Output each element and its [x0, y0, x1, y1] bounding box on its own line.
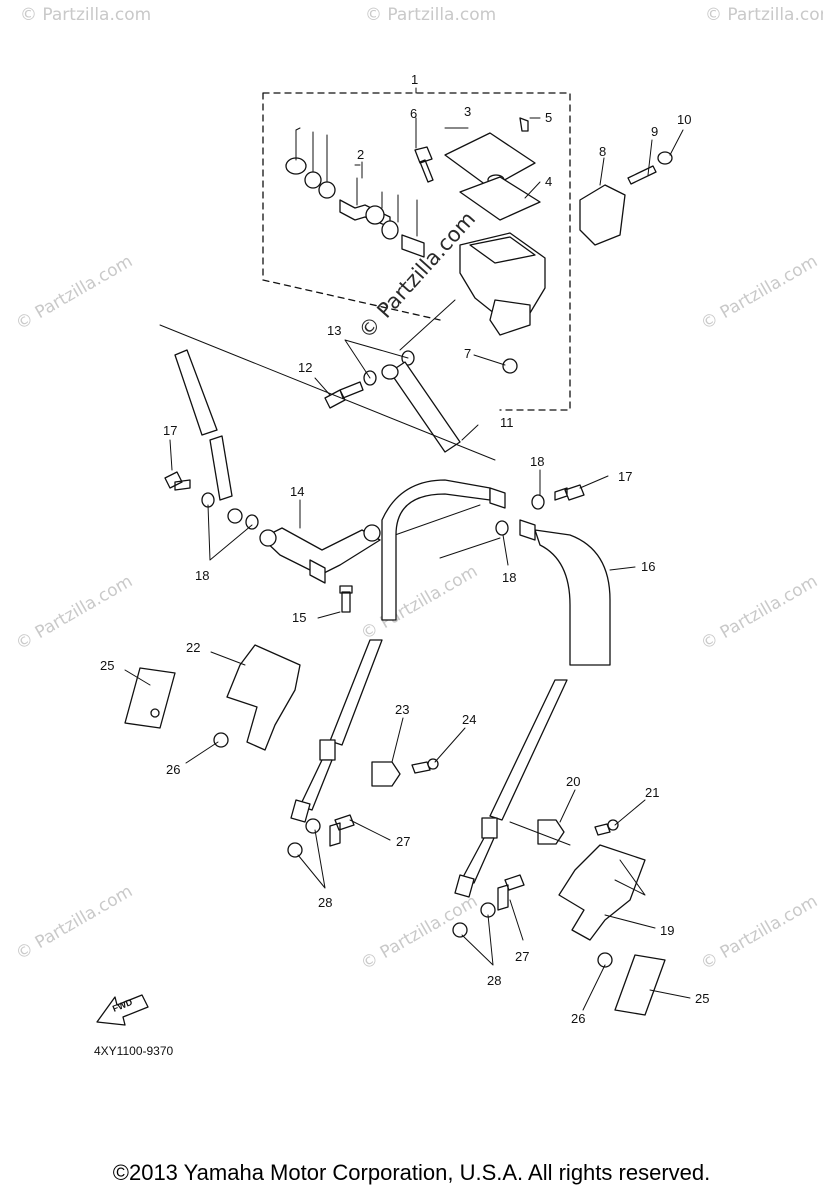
bolt-27-left	[329, 814, 355, 847]
washer	[452, 922, 468, 938]
callout-17a: 17	[163, 423, 177, 438]
callout-17b: 17	[618, 469, 632, 484]
diaphragm	[459, 176, 541, 221]
watermark: © Partzilla.com	[698, 891, 822, 974]
bolt-17-left	[164, 471, 191, 491]
fwd-arrow-icon: FWD	[96, 994, 149, 1026]
bolt-21	[594, 823, 611, 836]
callout-26b: 26	[571, 1011, 585, 1026]
bracket-22	[226, 644, 301, 751]
bolt-15	[339, 585, 353, 613]
part-code: 4XY1100-9370	[94, 1044, 174, 1058]
watermark: © Partzilla.com	[20, 5, 151, 25]
handlebar-clamp	[579, 184, 626, 246]
lower-hose-left	[329, 639, 383, 746]
callout-21: 21	[645, 785, 659, 800]
watermark: © Partzilla.com	[705, 5, 823, 25]
callout-9: 9	[651, 124, 658, 139]
callout-12: 12	[298, 360, 312, 375]
bracket-19	[558, 844, 646, 941]
copyright-notice: ©2013 Yamaha Motor Corporation, U.S.A. A…	[112, 1160, 711, 1185]
nut-26	[213, 732, 229, 748]
callout-16: 16	[641, 559, 655, 574]
bolt-6	[414, 146, 434, 183]
bolt-24	[411, 761, 431, 774]
hose-clamp-23	[371, 761, 401, 787]
callout-18c: 18	[502, 570, 516, 585]
callout-labels: 1 2 3 4 5 6 7 8 9 10 11 12 13 14 15 16 1…	[100, 72, 709, 1026]
callout-5: 5	[545, 110, 552, 125]
callout-3: 3	[464, 104, 471, 119]
callout-13: 13	[327, 323, 341, 338]
callout-27a: 27	[396, 834, 410, 849]
callout-22: 22	[186, 640, 200, 655]
callout-4: 4	[545, 174, 552, 189]
callout-1: 1	[411, 72, 418, 87]
mount-plate-25-left	[124, 667, 176, 729]
nut-26	[597, 952, 613, 968]
cap-screw	[519, 117, 529, 132]
master-cylinder-body	[459, 232, 546, 374]
watermark: © Partzilla.com	[13, 251, 137, 334]
callout-26a: 26	[166, 762, 180, 777]
washer	[305, 818, 321, 834]
brake-joint-14	[261, 527, 381, 576]
callout-28b: 28	[487, 973, 501, 988]
callout-8: 8	[599, 144, 606, 159]
leader-lines	[124, 87, 691, 1011]
mount-plate-25-right	[614, 954, 666, 1016]
watermark: © Partzilla.com	[365, 5, 496, 25]
watermark: © Partzilla.com	[13, 571, 137, 654]
callout-15: 15	[292, 610, 306, 625]
reservoir-cap	[444, 132, 536, 189]
washer	[245, 514, 259, 530]
callout-2: 2	[357, 147, 364, 162]
brake-hose-11	[389, 361, 461, 453]
bolt-27-right	[497, 874, 525, 911]
washer	[531, 494, 545, 510]
callout-18a: 18	[195, 568, 209, 583]
callout-19: 19	[660, 923, 674, 938]
callout-23: 23	[395, 702, 409, 717]
bolt-17-right	[554, 484, 585, 501]
callout-18b: 18	[530, 454, 544, 469]
clamp-bolt	[627, 165, 657, 185]
callout-27b: 27	[515, 949, 529, 964]
callout-25a: 25	[100, 658, 114, 673]
watermark: © Partzilla.com	[698, 571, 822, 654]
watermark: © Partzilla.com	[698, 251, 822, 334]
callout-28a: 28	[318, 895, 332, 910]
watermark: © Partzilla.com	[358, 561, 482, 644]
washer	[287, 842, 303, 858]
brake-hose-left	[174, 349, 218, 436]
callout-11: 11	[500, 415, 514, 430]
lower-hose-right	[489, 679, 568, 821]
clamp-nut	[657, 151, 673, 165]
callout-14: 14	[290, 484, 304, 499]
seal-kit-parts	[285, 127, 425, 258]
washer	[495, 520, 509, 536]
watermark: © Partzilla.com	[13, 881, 137, 964]
callout-7: 7	[464, 346, 471, 361]
callout-25b: 25	[695, 991, 709, 1006]
callout-6: 6	[410, 106, 417, 121]
hose-clamp-20	[537, 819, 565, 845]
callout-10: 10	[677, 112, 691, 127]
callout-24: 24	[462, 712, 476, 727]
callout-20: 20	[566, 774, 580, 789]
